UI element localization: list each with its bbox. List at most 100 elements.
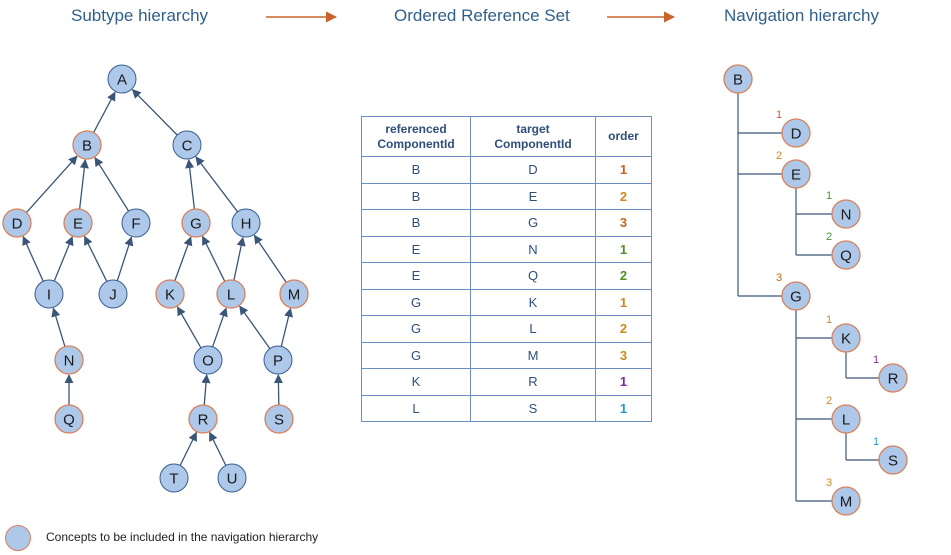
nav-node-label-k: K xyxy=(841,331,851,348)
nav-node-l xyxy=(831,404,861,434)
subtype-node-a xyxy=(107,64,137,94)
cell-order: 1 xyxy=(595,288,652,316)
subtype-node-p xyxy=(263,345,293,375)
nav-node-k xyxy=(831,323,861,353)
subtype-node-s xyxy=(264,404,294,434)
subtype-node-label-g: G xyxy=(190,216,202,233)
subtype-node-label-n: N xyxy=(64,353,75,370)
subtype-node-r xyxy=(188,404,218,434)
subtype-node-label-c: C xyxy=(182,138,193,155)
cell-referenced: B xyxy=(361,182,471,210)
subtype-edge-j-f xyxy=(116,236,134,281)
nav-node-label-d: D xyxy=(791,126,802,143)
subtype-hierarchy-title: Subtype hierarchy xyxy=(71,6,209,25)
nav-node-label-s: S xyxy=(888,453,898,470)
navigation-hierarchy-title: Navigation hierarchy xyxy=(724,6,879,25)
subtype-node-label-f: F xyxy=(131,216,140,233)
cell-order: 3 xyxy=(595,341,652,369)
subtype-edge-l-h xyxy=(233,236,246,281)
subtype-node-k xyxy=(155,279,185,309)
subtype-node-label-q: Q xyxy=(63,412,75,429)
subtype-edge-m-h xyxy=(253,234,287,283)
subtype-node-o xyxy=(193,345,223,375)
subtype-edge-g-c xyxy=(185,158,196,210)
cell-order: 1 xyxy=(595,368,652,396)
nav-node-label-g: G xyxy=(790,289,802,306)
header-order: order xyxy=(595,116,652,157)
subtype-edge-r-o xyxy=(201,373,211,406)
subtype-edge-p-m xyxy=(280,307,293,347)
nav-node-b xyxy=(723,64,753,94)
subtype-edge-n-i xyxy=(51,307,66,347)
nav-node-d xyxy=(781,118,811,148)
nav-node-label-m: M xyxy=(840,494,853,511)
nav-node-q xyxy=(831,240,861,270)
subtype-edge-d-b xyxy=(25,155,78,214)
subtype-edge-e-b xyxy=(78,158,89,210)
subtype-node-label-r: R xyxy=(198,412,209,429)
subtype-edge-k-g xyxy=(174,236,193,282)
nav-node-label-l: L xyxy=(842,412,850,429)
subtype-node-i xyxy=(34,279,64,309)
subtype-node-label-b: B xyxy=(82,138,92,155)
subtype-node-m xyxy=(279,279,309,309)
subtype-node-t xyxy=(159,463,189,493)
legend-text: Concepts to be included in the navigatio… xyxy=(46,530,319,544)
subtype-edge-s-p xyxy=(273,374,283,406)
cell-target: L xyxy=(470,315,596,343)
nav-node-label-r: R xyxy=(888,371,899,388)
subtype-node-n xyxy=(54,345,84,375)
cell-referenced: L xyxy=(361,394,471,422)
subtype-edge-p-l xyxy=(239,305,271,349)
subtype-node-j xyxy=(98,279,128,309)
nav-order-label-e: 2 xyxy=(776,150,782,162)
cell-order: 2 xyxy=(595,262,652,290)
subtype-edge-j-e xyxy=(84,235,108,282)
subtype-edge-b-a xyxy=(93,91,116,133)
cell-referenced: G xyxy=(361,288,471,316)
nav-node-m xyxy=(831,486,861,516)
nav-node-label-q: Q xyxy=(840,248,852,265)
cell-order: 3 xyxy=(595,209,652,237)
cell-referenced: B xyxy=(361,156,471,184)
subtype-edge-o-k xyxy=(176,306,202,349)
subtype-node-h xyxy=(231,208,261,238)
subtype-edge-t-r xyxy=(179,431,197,466)
cell-target: N xyxy=(470,235,596,263)
nav-order-label-q: 2 xyxy=(826,231,832,243)
cell-target: Q xyxy=(470,262,596,290)
cell-referenced: E xyxy=(361,235,471,263)
nav-node-g xyxy=(781,281,811,311)
subtype-node-e xyxy=(63,208,93,238)
subtype-node-label-s: S xyxy=(274,412,284,429)
cell-target: R xyxy=(470,368,596,396)
refset-title: Ordered Reference Set xyxy=(394,6,570,25)
nav-node-n xyxy=(831,199,861,229)
cell-target: D xyxy=(470,156,596,184)
nav-order-label-g: 3 xyxy=(776,272,782,284)
nav-node-label-b: B xyxy=(733,72,743,89)
subtype-node-c xyxy=(172,130,202,160)
nav-node-s xyxy=(878,445,908,475)
cell-order: 1 xyxy=(595,394,652,422)
nav-node-label-e: E xyxy=(791,167,801,184)
subtype-node-f xyxy=(121,208,151,238)
legend-circle-icon xyxy=(5,525,31,551)
nav-node-r xyxy=(878,363,908,393)
subtype-edge-o-l xyxy=(211,307,228,348)
nav-order-label-l: 2 xyxy=(826,395,832,407)
subtype-edge-l-g xyxy=(202,235,226,282)
subtype-node-u xyxy=(217,463,247,493)
nav-order-label-s: 1 xyxy=(873,436,879,448)
cell-referenced: B xyxy=(361,209,471,237)
nav-order-label-n: 1 xyxy=(826,190,832,202)
